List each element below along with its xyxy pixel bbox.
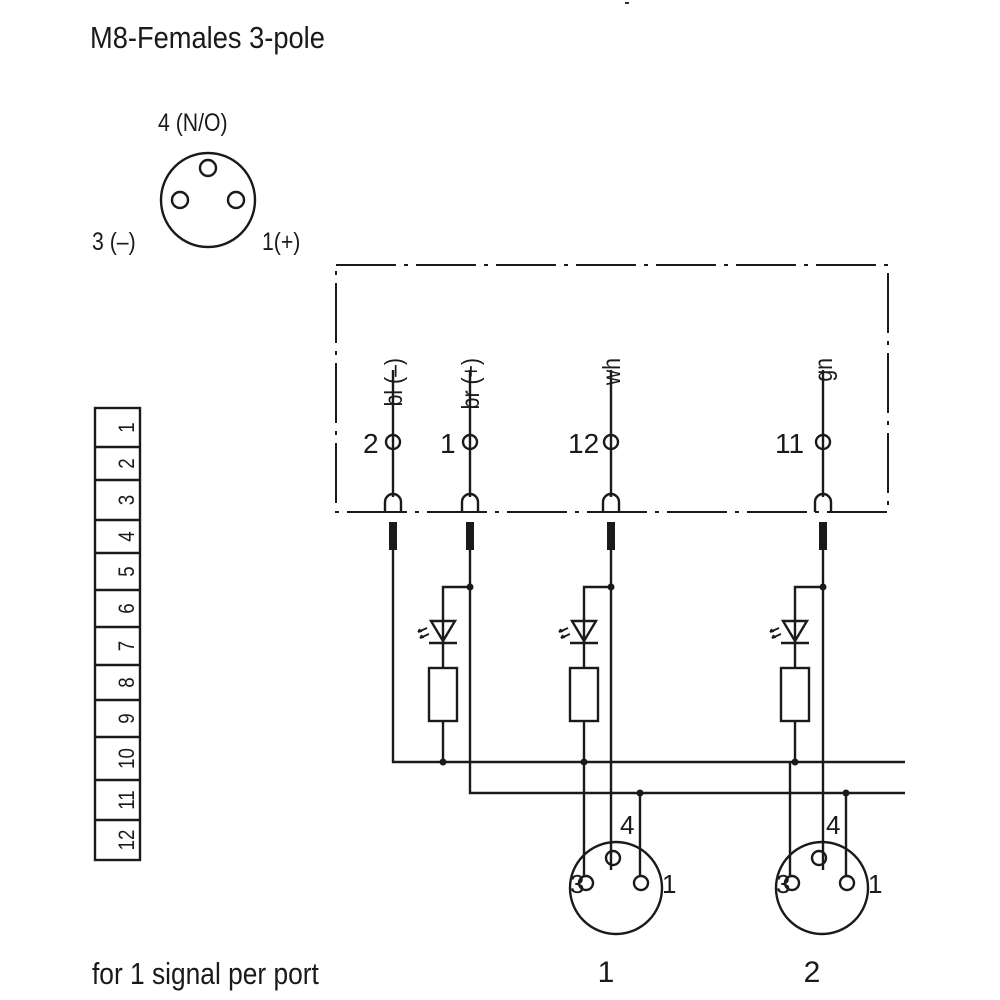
terminal-number: 12 xyxy=(116,830,140,851)
terminal-point-icon xyxy=(602,433,620,451)
junction-dot xyxy=(439,758,447,766)
terminal-number: 7 xyxy=(116,641,140,651)
wire-sleeve xyxy=(819,522,827,550)
port-outline xyxy=(774,840,870,936)
led-branch xyxy=(582,585,611,668)
pin-4-icon xyxy=(198,158,218,178)
terminal-number: 10 xyxy=(116,748,140,769)
terminal-number: 9 xyxy=(116,713,140,723)
footer-caption: for 1 signal per port xyxy=(92,957,319,991)
junction-dot xyxy=(842,789,850,797)
module-boundary xyxy=(335,264,889,513)
terminal-number: 11 xyxy=(116,790,140,809)
resistor-icon xyxy=(568,666,600,723)
terminal-number: 4 xyxy=(116,531,140,541)
terminal-number: 5 xyxy=(116,566,140,576)
led-icon xyxy=(428,619,458,644)
pin-4-label: 4 xyxy=(620,810,634,840)
port-outline xyxy=(568,840,664,936)
led-branch xyxy=(793,585,823,668)
pin-3-icon xyxy=(783,874,801,892)
pin-1-label: 1 xyxy=(868,869,882,899)
pin-4-label: 4 xyxy=(826,810,840,840)
light-emission-icon xyxy=(558,627,571,639)
terminal-number: 1 xyxy=(116,422,140,432)
led-icon xyxy=(780,619,810,644)
pin-left-label: 3 (–) xyxy=(92,227,136,255)
plug-contact-icon xyxy=(601,492,621,512)
pin-1-icon xyxy=(838,874,856,892)
led-group xyxy=(417,583,827,766)
port-connector: 4 3 1 2 xyxy=(774,762,882,989)
port-number: 2 xyxy=(804,956,821,989)
resistor-icon xyxy=(779,666,811,723)
plug-contact-icon xyxy=(460,492,480,512)
pin-1-label: 1 xyxy=(662,869,676,899)
wire-color-label: gn xyxy=(809,358,837,382)
pin-3-icon xyxy=(577,874,595,892)
led-icon xyxy=(569,619,599,644)
terminal-label: 12 xyxy=(568,428,599,459)
connector-face: 4 (N/O) 3 (–) 1(+) xyxy=(92,108,300,255)
pin-1-icon xyxy=(226,190,246,210)
pin-right-label: 1(+) xyxy=(262,227,300,255)
pin-3-label: 3 xyxy=(570,869,584,899)
terminal-label: 11 xyxy=(775,428,804,459)
terminal-point-icon xyxy=(384,433,402,451)
pin-3-icon xyxy=(170,190,190,210)
plug-contact-icon xyxy=(383,492,403,512)
negative-bus xyxy=(391,550,905,764)
pin-4-icon xyxy=(810,849,828,867)
light-emission-icon xyxy=(417,627,430,639)
terminal-number: 3 xyxy=(116,495,140,505)
terminal-label: 2 xyxy=(363,428,379,459)
terminal-point-icon xyxy=(461,433,479,451)
pin-4-icon xyxy=(604,849,622,867)
port-number: 1 xyxy=(598,956,615,989)
junction-dot xyxy=(636,789,644,797)
strip-outline xyxy=(93,406,142,862)
positive-bus xyxy=(468,550,905,795)
plug-contact-icon xyxy=(813,492,833,512)
pin-3-label: 3 xyxy=(776,869,790,899)
light-emission-icon xyxy=(769,627,782,639)
wire-sleeve xyxy=(466,522,474,550)
terminal-number: 2 xyxy=(116,458,140,468)
terminal-label: 1 xyxy=(440,428,456,459)
wire-sleeve xyxy=(607,522,615,550)
diagram-title: M8-Females 3-pole xyxy=(90,21,325,55)
pin-1-icon xyxy=(632,874,650,892)
resistor-icon xyxy=(427,666,459,723)
led-branch xyxy=(441,585,470,668)
terminal-point-icon xyxy=(814,433,832,451)
terminal-number: 6 xyxy=(116,603,140,613)
terminal-number: 8 xyxy=(116,677,140,687)
wire-sleeve xyxy=(389,522,397,550)
junction-dot xyxy=(791,758,799,766)
port-connector: 4 3 1 1 xyxy=(568,762,676,989)
connector-outline xyxy=(159,151,257,249)
pin-top-label: 4 (N/O) xyxy=(158,108,228,136)
